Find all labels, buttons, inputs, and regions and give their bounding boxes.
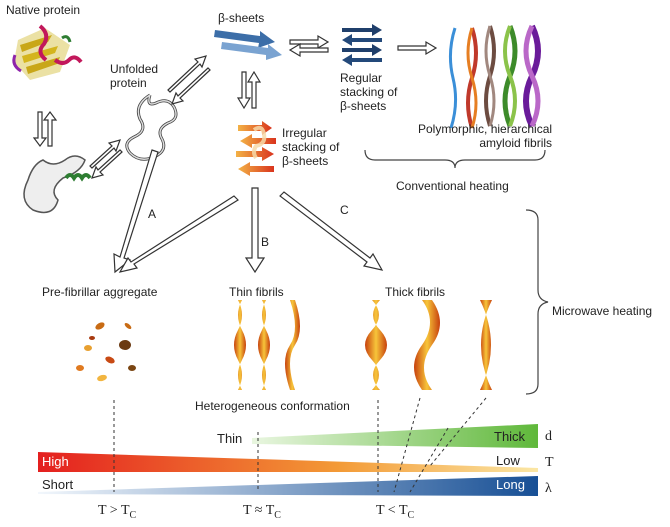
thick-fibrils-shape bbox=[365, 300, 492, 390]
temperature-symbol: T bbox=[545, 455, 554, 470]
equilibrium-arrows bbox=[32, 34, 438, 179]
path-b-label: B bbox=[261, 235, 270, 249]
partially-unfolded-protein bbox=[23, 155, 92, 214]
low-t-condition: T < TC bbox=[376, 503, 415, 521]
condition-guide-lines bbox=[113, 397, 487, 493]
temperature-gradient-bar bbox=[38, 452, 538, 472]
unfolded-protein-label: Unfolded protein bbox=[110, 62, 159, 90]
wavelength-gradient-bar bbox=[38, 476, 538, 496]
amyloid-fibrils-shape bbox=[448, 24, 541, 129]
mid-t-condition: T ≈ TC bbox=[243, 503, 281, 521]
pre-fibrillar-label: Pre-fibrillar aggregate bbox=[42, 285, 158, 299]
long-label: Long bbox=[496, 477, 525, 492]
conventional-heating-label: Conventional heating bbox=[396, 179, 509, 193]
thin-fibrils-label: Thin fibrils bbox=[229, 285, 284, 299]
native-protein-label: Native protein bbox=[6, 3, 81, 17]
thin-label: Thin bbox=[217, 431, 243, 446]
heterogeneous-label: Heterogeneous conformation bbox=[195, 399, 350, 413]
low-label: Low bbox=[496, 453, 520, 468]
regular-stacking-shape bbox=[342, 24, 382, 66]
beta-sheets-shape bbox=[214, 30, 282, 60]
wavelength-symbol: λ bbox=[545, 481, 552, 496]
regular-stacking-label: Regular stacking of β-sheets bbox=[340, 71, 398, 113]
microwave-heating-label: Microwave heating bbox=[552, 304, 653, 318]
pathway-arrows bbox=[113, 149, 384, 274]
high-label: High bbox=[42, 454, 69, 469]
thick-fibrils-label: Thick fibrils bbox=[385, 285, 446, 299]
path-c-label: C bbox=[340, 203, 349, 217]
amyloid-fibrils-label: Polymorphic, hierarchical amyloid fibril… bbox=[418, 122, 553, 150]
microwave-heating-brace bbox=[525, 209, 549, 395]
high-t-condition: T > TC bbox=[98, 503, 137, 521]
irregular-stacking-shape bbox=[236, 121, 276, 176]
thickness-gradient-bar bbox=[252, 424, 538, 448]
thin-fibrils-shape bbox=[234, 300, 300, 390]
short-label: Short bbox=[42, 477, 74, 492]
conventional-heating-brace bbox=[364, 149, 546, 169]
pre-fibrillar-aggregate-shape bbox=[76, 322, 136, 382]
beta-sheets-label: β-sheets bbox=[218, 11, 265, 25]
native-protein-structure bbox=[12, 24, 83, 80]
path-a-label: A bbox=[148, 207, 157, 221]
thick-label: Thick bbox=[494, 429, 526, 444]
thickness-symbol: d bbox=[545, 429, 552, 444]
irregular-stacking-label: Irregular stacking of β-sheets bbox=[282, 126, 340, 168]
